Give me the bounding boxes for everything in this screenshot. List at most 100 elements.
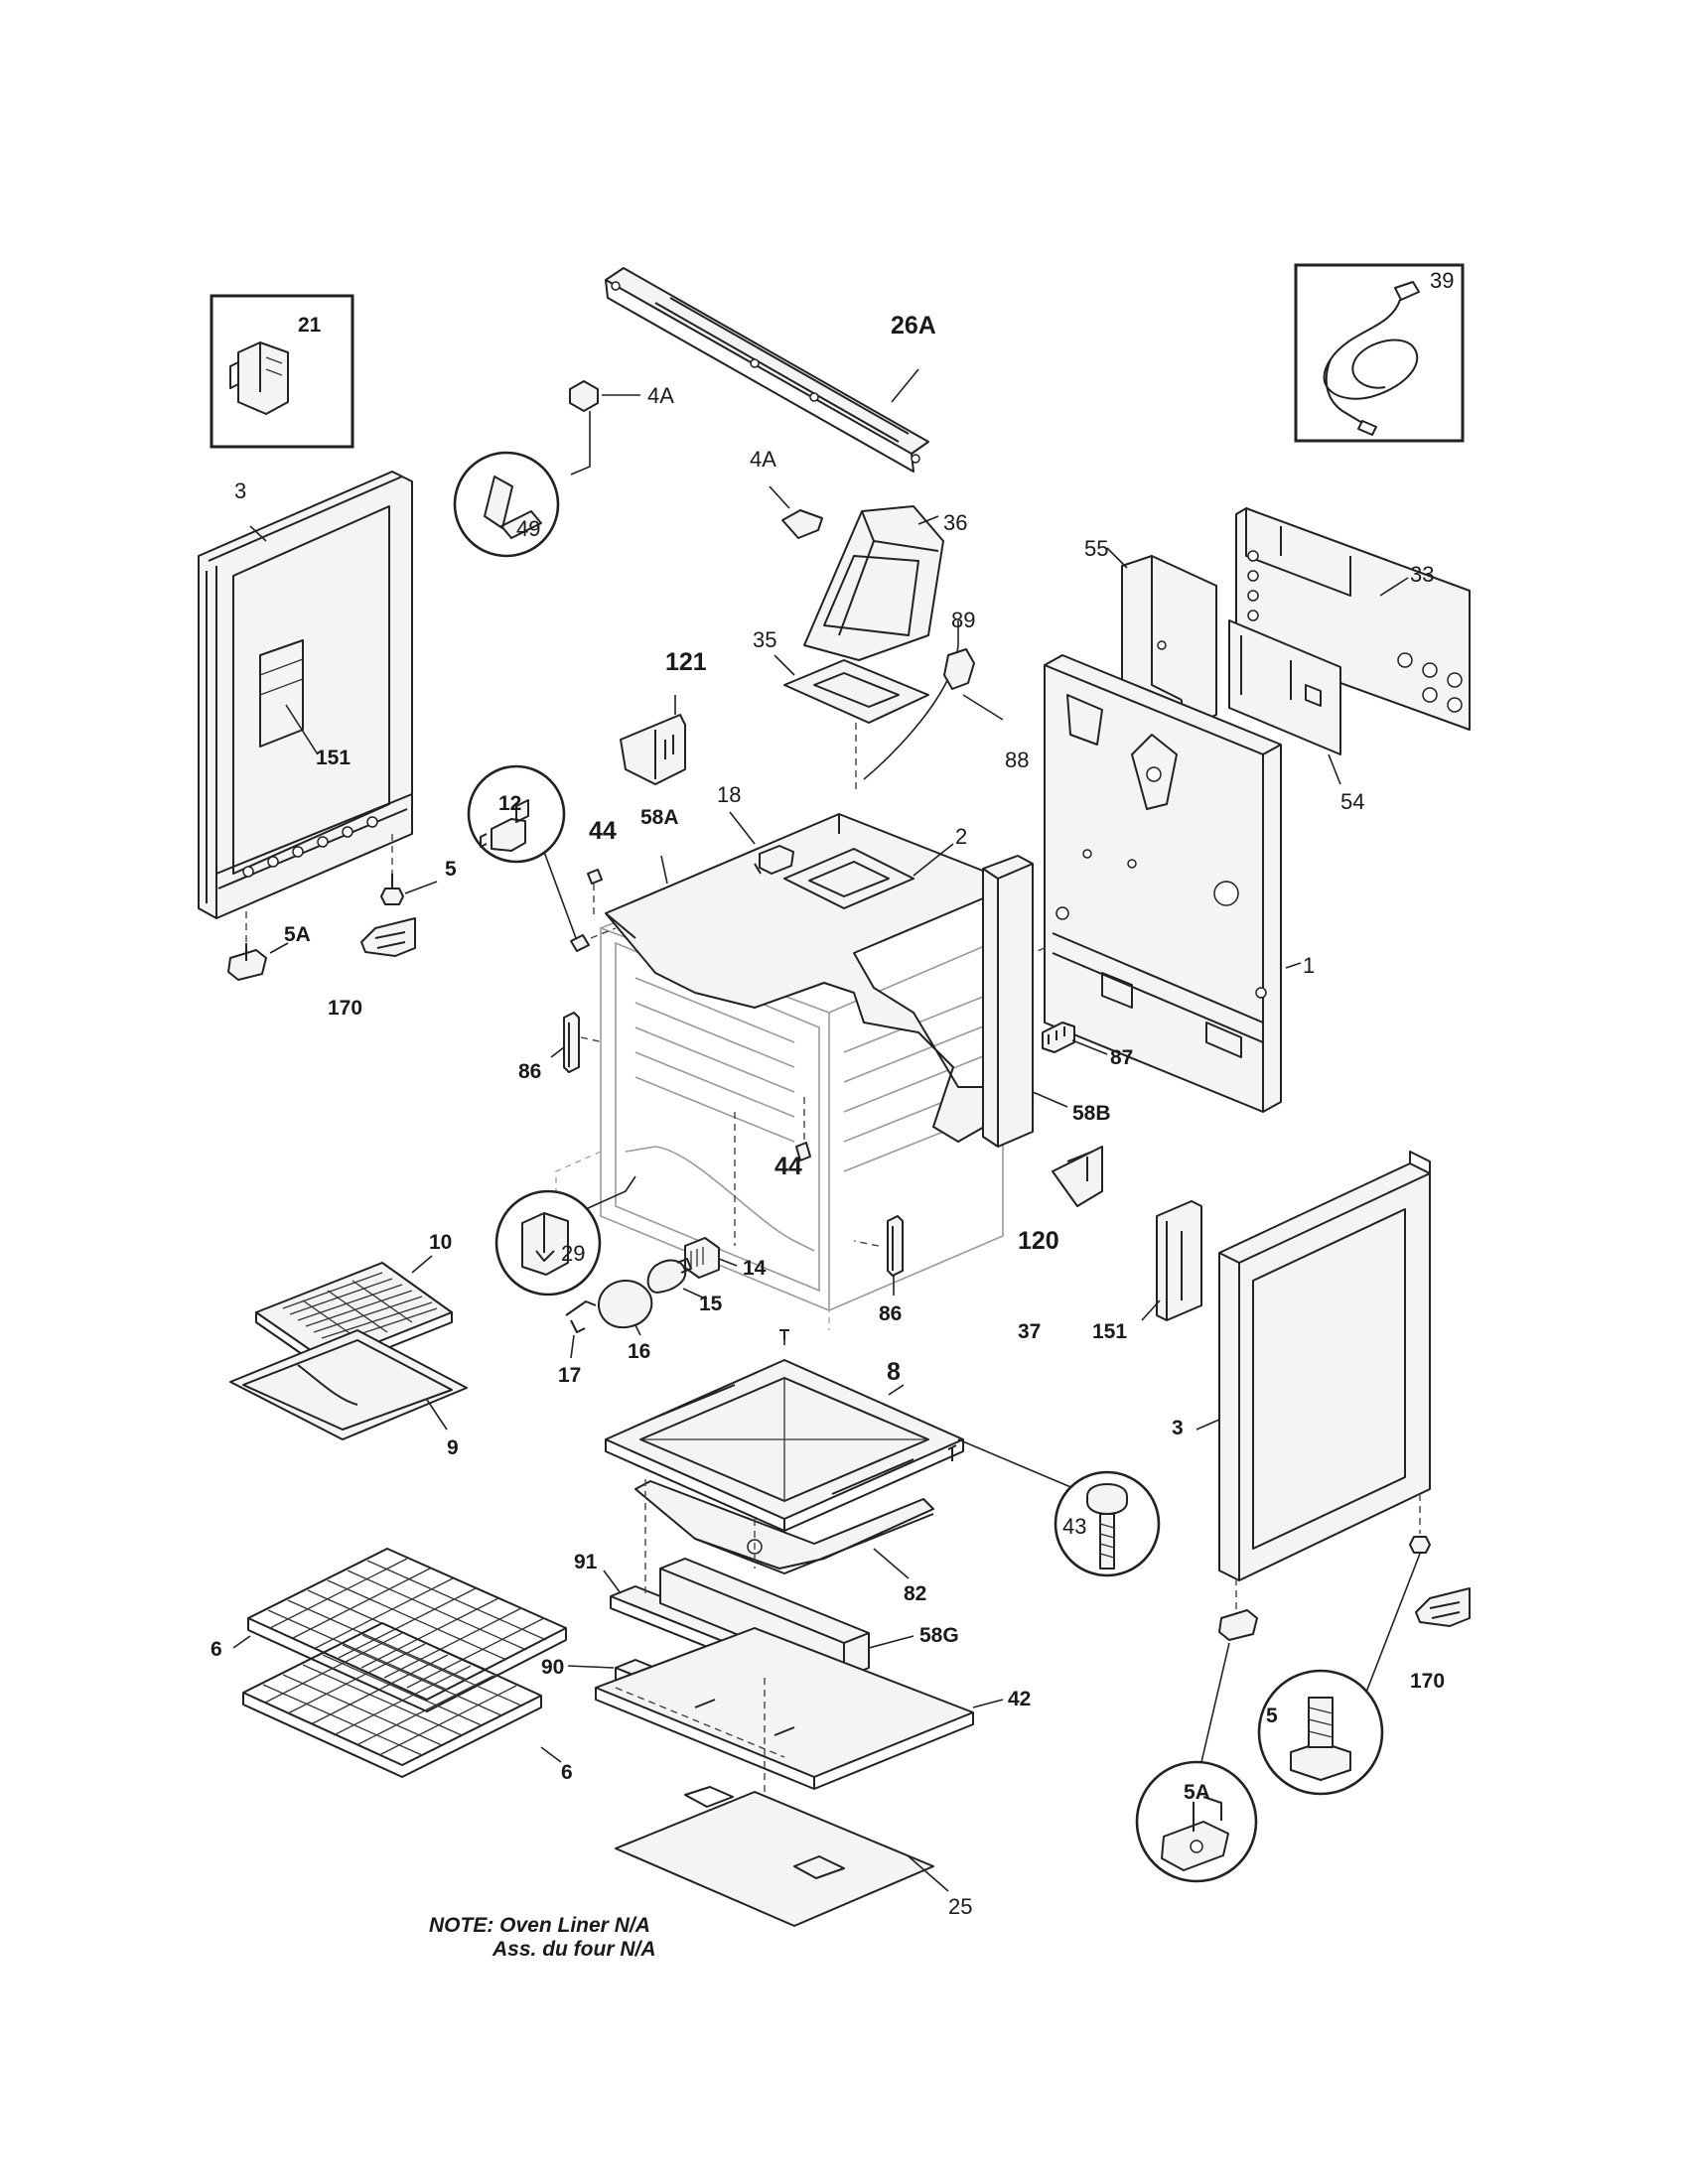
callout-5a-left: 5A [284, 923, 311, 946]
callout-3-left: 3 [234, 478, 246, 503]
callout-121: 121 [665, 648, 707, 676]
callout-58b: 58B [1072, 1102, 1111, 1125]
leveling-leg-5-right [1409, 1536, 1431, 1554]
callout-49: 49 [516, 516, 540, 541]
callout-88: 88 [1005, 748, 1029, 772]
drawer-tray-42 [595, 1627, 974, 1790]
callout-86-left: 86 [518, 1060, 541, 1083]
callout-4a-mid: 4A [750, 447, 776, 472]
callout-8: 8 [887, 1358, 901, 1386]
callout-36: 36 [943, 510, 967, 535]
rear-cover-33 [1235, 507, 1471, 731]
callout-37: 37 [1018, 1320, 1041, 1343]
leveling-leg-5-left [380, 874, 404, 905]
callout-43: 43 [1062, 1514, 1086, 1539]
fastener-44-bottom [795, 1142, 811, 1161]
insulation-58b [982, 855, 1034, 1148]
clip-4a-mid [781, 509, 823, 539]
callout-91: 91 [574, 1551, 598, 1573]
bracket-86-right [887, 1215, 904, 1277]
lamp-socket-14 [684, 1237, 720, 1279]
insulation-58g [659, 1558, 870, 1679]
callout-26a: 26A [891, 312, 936, 340]
callout-42: 42 [1008, 1688, 1031, 1710]
callout-5a-circle: 5A [1184, 1781, 1210, 1804]
callout-35: 35 [753, 627, 776, 652]
duct-base-35 [783, 659, 929, 724]
callout-2: 2 [955, 824, 967, 849]
callout-6-bottom: 6 [561, 1761, 573, 1784]
vent-duct-36 [803, 505, 944, 661]
top-bracket-26a [605, 267, 929, 473]
callout-58g: 58G [919, 1624, 959, 1647]
clip-4a-top [569, 380, 599, 412]
fastener-44-top [587, 869, 603, 885]
callout-58a: 58A [640, 806, 679, 829]
anti-tip-bracket-170-right [1415, 1587, 1471, 1627]
right-side-panel [1218, 1151, 1431, 1581]
sensor-18 [754, 845, 794, 875]
callout-54: 54 [1340, 789, 1364, 814]
oven-bottom-8 [605, 1359, 964, 1532]
callout-29: 29 [561, 1241, 585, 1266]
callout-55: 55 [1084, 536, 1108, 561]
callout-90: 90 [541, 1656, 564, 1679]
callout-16: 16 [628, 1340, 650, 1363]
leg-bracket-5a-left [227, 943, 267, 981]
callout-21: 21 [298, 314, 322, 337]
callout-39: 39 [1430, 268, 1454, 293]
bracket-121 [620, 714, 686, 785]
bracket-120 [1052, 1146, 1103, 1207]
switch-89 [943, 648, 975, 690]
inset-box-part-21 [210, 294, 354, 449]
callout-44-top: 44 [589, 817, 617, 845]
callout-120: 120 [1018, 1227, 1059, 1255]
bracket-87 [1042, 1022, 1075, 1053]
note-line-1: NOTE: Oven Liner N/A [429, 1914, 650, 1937]
callout-3-right: 3 [1172, 1417, 1184, 1439]
lamp-lens-16 [598, 1280, 653, 1329]
callout-5-left: 5 [445, 858, 457, 881]
callout-18: 18 [717, 782, 741, 807]
callout-1: 1 [1303, 953, 1315, 978]
broiler-grid-10 [255, 1262, 453, 1373]
callout-151-left: 151 [316, 747, 351, 769]
callout-151-right: 151 [1092, 1320, 1127, 1343]
callout-89: 89 [951, 608, 975, 632]
lamp-clip-17 [565, 1300, 597, 1333]
inset-box-part-39 [1294, 263, 1465, 443]
oven-rack-6-bottom [242, 1622, 542, 1778]
insulation-58a [605, 813, 1004, 1143]
anti-tip-bracket-170-left [360, 917, 416, 957]
bracket-151-right [1156, 1200, 1202, 1321]
callout-4a-top: 4A [647, 383, 674, 408]
callout-15: 15 [699, 1293, 723, 1315]
socket-12 [570, 934, 590, 952]
callout-44-bottom: 44 [774, 1153, 802, 1180]
callout-25: 25 [948, 1894, 972, 1919]
callout-12: 12 [498, 792, 521, 815]
top-duct-2 [783, 848, 914, 909]
callout-170-left: 170 [328, 997, 362, 1020]
broiler-pan-9 [229, 1329, 468, 1440]
callout-17: 17 [558, 1364, 581, 1387]
callout-86-right: 86 [879, 1302, 902, 1325]
callout-5-circle: 5 [1266, 1705, 1278, 1727]
callout-6-top: 6 [211, 1638, 222, 1661]
callout-labels: 21 3 151 5 5A 170 4A 49 26A 4A 36 35 89 … [211, 268, 1454, 1919]
leg-bracket-5a-right [1218, 1609, 1258, 1641]
callout-33: 33 [1410, 562, 1434, 587]
callout-82: 82 [904, 1582, 926, 1605]
left-side-panel [198, 471, 413, 919]
callout-14: 14 [743, 1257, 767, 1280]
bottom-sheet-25 [615, 1786, 934, 1927]
main-back-panel-1 [1044, 654, 1282, 1113]
lamp-bulb-15 [646, 1258, 692, 1294]
bracket-54 [1228, 619, 1341, 755]
note-line-2: Ass. du four N/A [492, 1938, 656, 1961]
callout-87: 87 [1110, 1046, 1133, 1069]
note-block: NOTE: Oven Liner N/A Ass. du four N/A [429, 1914, 656, 1962]
callout-170-right: 170 [1410, 1670, 1445, 1693]
bracket-86-left [563, 1012, 580, 1073]
